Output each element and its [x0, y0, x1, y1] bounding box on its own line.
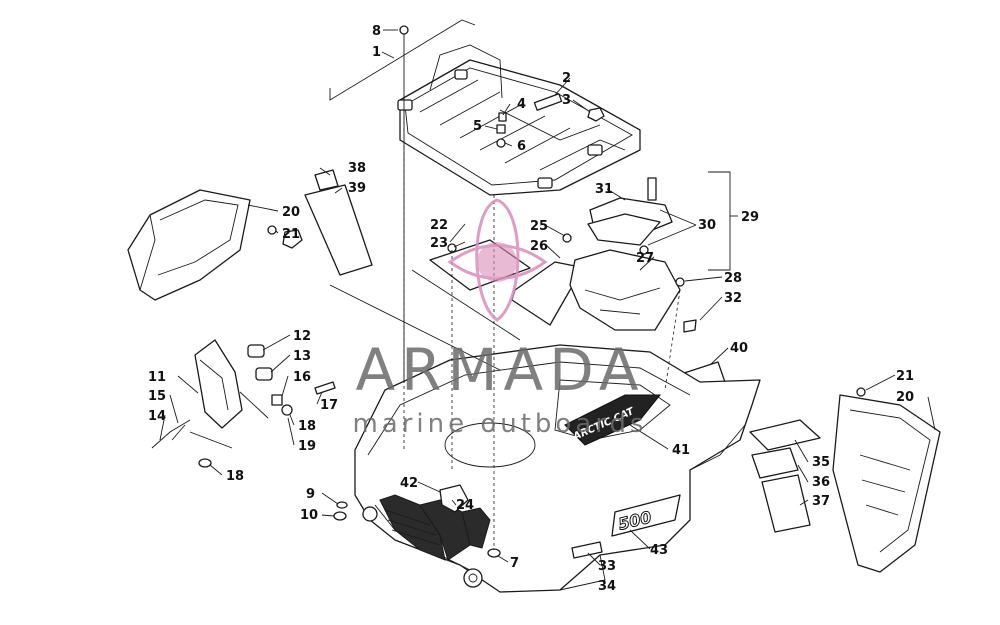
callout-20-right: 20 — [896, 390, 914, 405]
callout-41: 41 — [672, 443, 690, 458]
callout-28: 28 — [724, 271, 742, 286]
callout-37: 37 — [812, 494, 830, 509]
callout-43: 43 — [650, 543, 668, 558]
callout-34: 34 — [598, 579, 616, 594]
callout-10: 10 — [300, 508, 318, 523]
callout-labels: 8 1 2 3 4 5 6 38 39 20 21 12 13 16 17 18… — [148, 24, 914, 594]
callout-23: 23 — [430, 236, 448, 251]
callout-5: 5 — [473, 119, 482, 134]
callout-39: 39 — [348, 181, 366, 196]
callout-30: 30 — [698, 218, 716, 233]
callout-33: 33 — [598, 559, 616, 574]
callout-16: 16 — [293, 370, 311, 385]
callout-21-right: 21 — [896, 369, 914, 384]
callout-4: 4 — [517, 97, 526, 112]
callout-20-left: 20 — [282, 205, 300, 220]
callout-19: 19 — [298, 439, 316, 454]
callout-18-upper: 18 — [298, 419, 316, 434]
callout-9: 9 — [306, 487, 315, 502]
watermark-tagline: marine outboards — [352, 409, 647, 439]
callout-1: 1 — [372, 45, 381, 60]
right-side-panel — [832, 387, 941, 573]
callout-42: 42 — [400, 476, 418, 491]
callout-12: 12 — [293, 329, 311, 344]
watermark-brand: ARMADA — [355, 336, 644, 404]
callout-35: 35 — [812, 455, 830, 470]
fender-hardware — [333, 501, 501, 558]
callout-36: 36 — [812, 475, 830, 490]
clip-24 — [439, 484, 469, 513]
callout-7: 7 — [510, 556, 519, 571]
storage-box-assembly — [429, 177, 697, 333]
callout-26: 26 — [530, 239, 548, 254]
callout-24: 24 — [456, 498, 474, 513]
callout-2: 2 — [562, 71, 571, 86]
callout-14: 14 — [148, 409, 166, 424]
callout-15: 15 — [148, 389, 166, 404]
left-side-panel — [127, 189, 303, 301]
watermark: ARMADA marine outboards — [352, 198, 647, 439]
callout-13: 13 — [293, 349, 311, 364]
callout-29: 29 — [741, 210, 759, 225]
callout-8: 8 — [372, 24, 381, 39]
callout-38: 38 — [348, 161, 366, 176]
rack-hardware — [399, 25, 605, 435]
callout-32: 32 — [724, 291, 742, 306]
callout-31: 31 — [595, 182, 613, 197]
callout-27: 27 — [636, 251, 654, 266]
callout-11: 11 — [148, 370, 166, 385]
callout-18-lower: 18 — [226, 469, 244, 484]
callout-3: 3 — [562, 93, 571, 108]
callout-17: 17 — [320, 398, 338, 413]
front-grille — [379, 494, 491, 561]
leader-lines — [159, 29, 936, 566]
callout-40: 40 — [730, 341, 748, 356]
callout-25: 25 — [530, 219, 548, 234]
assembly-lines — [329, 110, 681, 550]
callout-21-left: 21 — [282, 227, 300, 242]
headlight-assembly — [151, 339, 336, 468]
rear-rack — [329, 19, 641, 196]
callout-22: 22 — [430, 218, 448, 233]
callout-6: 6 — [517, 139, 526, 154]
watermark-logo-icon — [447, 198, 548, 322]
decal-38-39 — [304, 169, 373, 276]
